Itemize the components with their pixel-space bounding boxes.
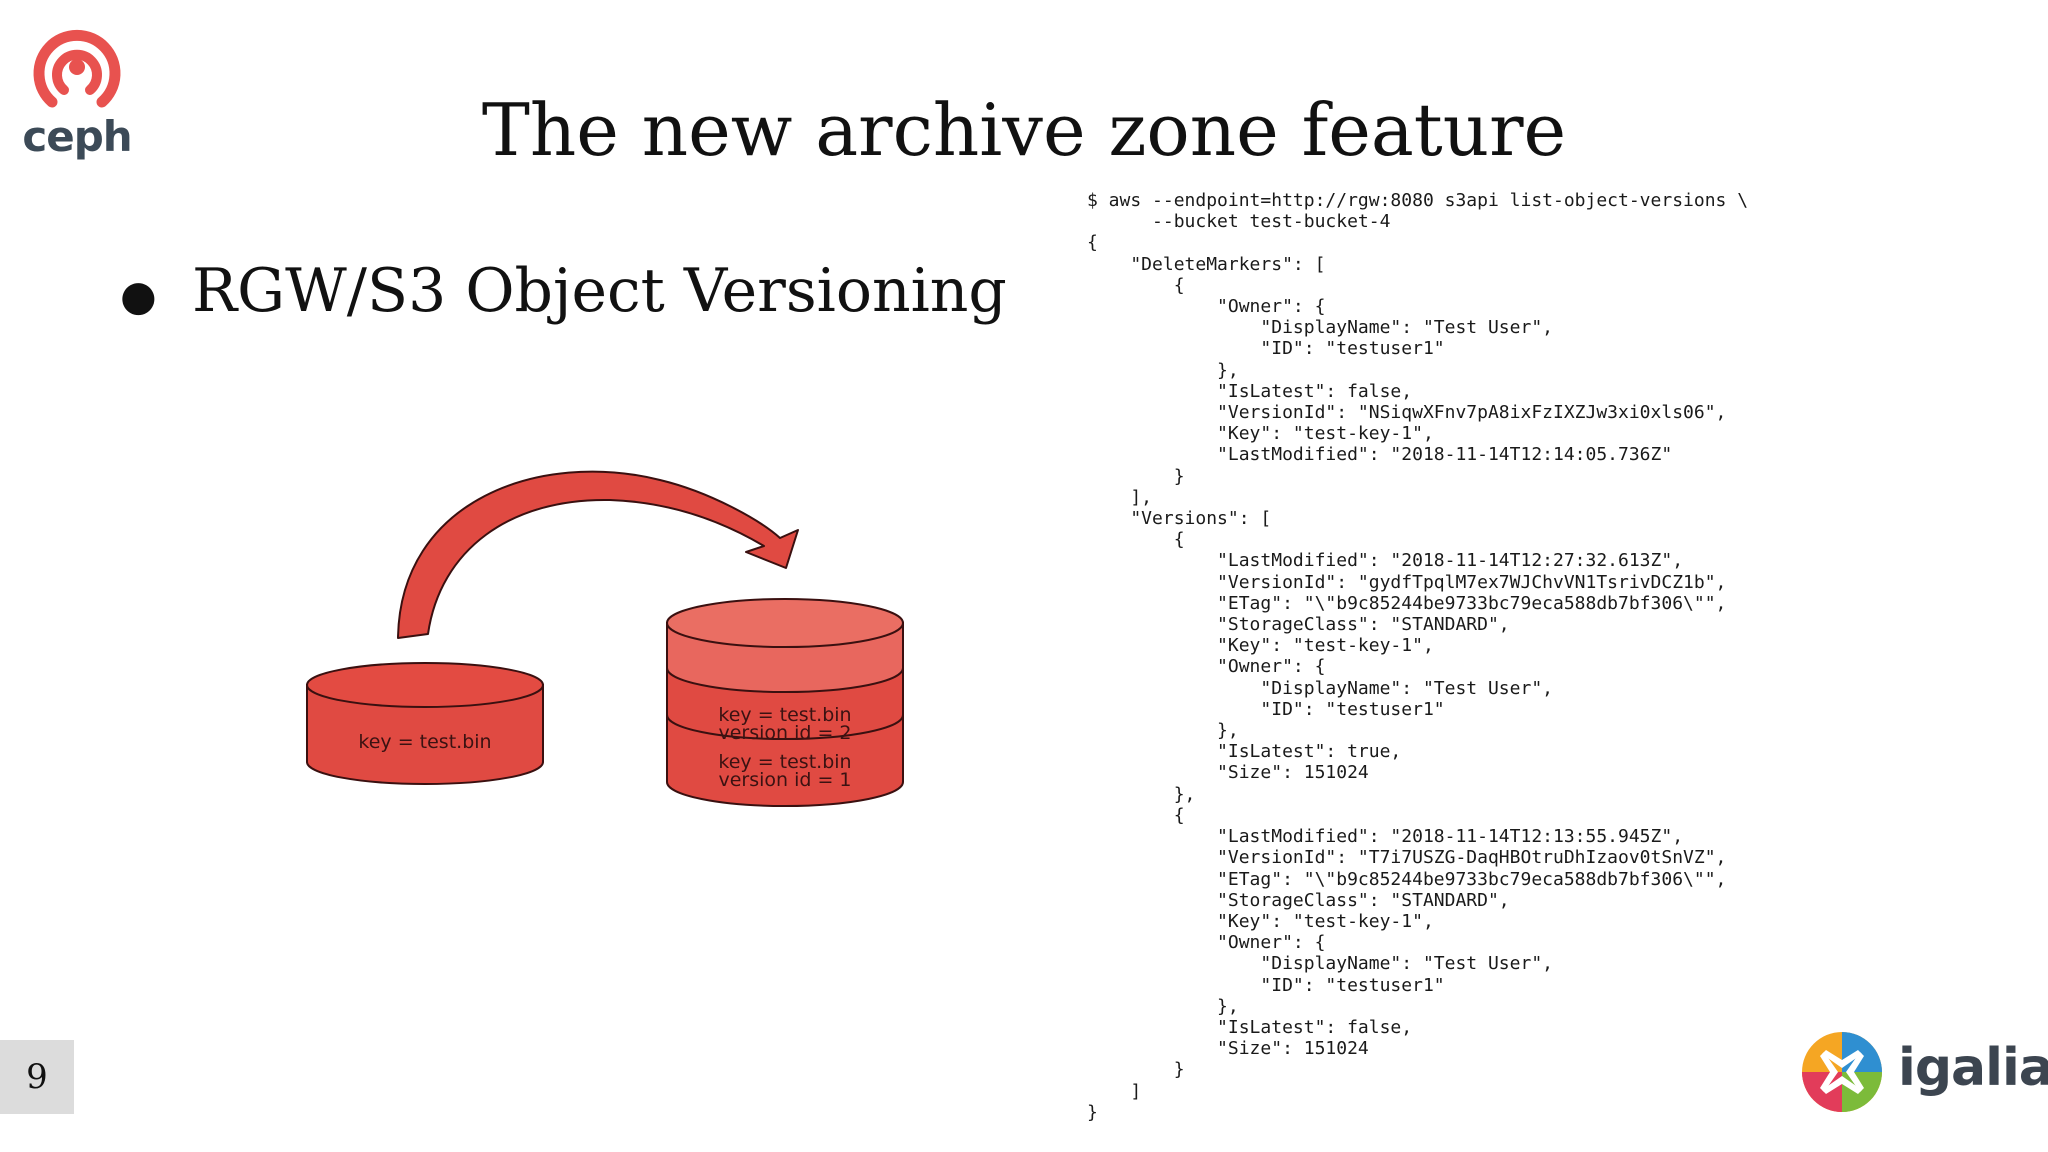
terminal-line: ] (1087, 1080, 1142, 1102)
terminal-line: "VersionId": "NSiqwXFnv7pA8ixFzIXZJw3xi0… (1087, 402, 1727, 424)
terminal-line: --bucket test-bucket-4 (1087, 211, 1391, 233)
terminal-line: }, (1087, 995, 1239, 1017)
terminal-line: "Key": "test-key-1", (1087, 910, 1434, 932)
terminal-line: "Key": "test-key-1", (1087, 635, 1434, 657)
ceph-logo-mark-icon (33, 29, 121, 108)
bullet-text: RGW/S3 Object Versioning (192, 256, 1007, 326)
terminal-line: "Key": "test-key-1", (1087, 423, 1434, 445)
terminal-line: "Size": 151024 (1087, 762, 1369, 784)
terminal-line: "ETag": "\"b9c85244be9733bc79eca588db7bf… (1087, 868, 1727, 890)
terminal-line: }, (1087, 720, 1239, 742)
single-bucket-label: key = test.bin (358, 731, 491, 753)
terminal-line: "VersionId": "T7i7USZG-DaqHBOtruDhIzaov0… (1087, 847, 1727, 869)
terminal-line: "Owner": { (1087, 656, 1326, 678)
terminal-line: "DeleteMarkers": [ (1087, 253, 1326, 275)
curved-arrow-icon (397, 470, 799, 639)
terminal-line: } (1087, 1101, 1098, 1123)
terminal-line: "ID": "testuser1" (1087, 698, 1445, 720)
terminal-line: "VersionId": "gydfTpqlM7ex7WJChvVN1Tsriv… (1087, 571, 1727, 593)
terminal-line: "Owner": { (1087, 932, 1326, 954)
version-2-key-label: key = test.bin (718, 704, 851, 726)
terminal-line: { (1087, 804, 1185, 826)
page-number: 9 (0, 1040, 74, 1114)
terminal-output: $ aws --endpoint=http://rgw:8080 s3api l… (1087, 190, 1748, 1123)
terminal-line: "LastModified": "2018-11-14T12:27:32.613… (1087, 550, 1684, 572)
terminal-line: { (1087, 274, 1185, 296)
terminal-line: "DisplayName": "Test User", (1087, 317, 1553, 339)
slide-title: The new archive zone feature (481, 88, 1567, 172)
terminal-line: "LastModified": "2018-11-14T12:14:05.736… (1087, 444, 1673, 466)
terminal-line: "DisplayName": "Test User", (1087, 953, 1553, 975)
terminal-line: "StorageClass": "STANDARD", (1087, 889, 1510, 911)
igalia-logo-mark-icon (1802, 1032, 1882, 1112)
igalia-logo: igalia (1800, 1030, 2048, 1120)
terminal-line: }, (1087, 359, 1239, 381)
terminal-line: "DisplayName": "Test User", (1087, 677, 1553, 699)
versioning-diagram: key = test.bin key = test.bin version id… (306, 470, 904, 807)
terminal-line: "ID": "testuser1" (1087, 974, 1445, 996)
terminal-line: $ aws --endpoint=http://rgw:8080 s3api l… (1087, 190, 1749, 211)
terminal-line: } (1087, 465, 1185, 487)
single-object-bucket: key = test.bin (306, 662, 544, 785)
terminal-line: "Versions": [ (1087, 508, 1272, 530)
terminal-line: ], (1087, 486, 1153, 508)
ceph-logo-text: ceph (22, 112, 132, 161)
bullet-dot-icon: ● (120, 270, 157, 320)
terminal-line: "Owner": { (1087, 296, 1326, 318)
version-1-id-label: version id = 1 (718, 769, 851, 791)
terminal-line: } (1087, 1059, 1185, 1081)
terminal-line: "IsLatest": true, (1087, 741, 1402, 763)
ceph-logo: ceph (22, 22, 133, 162)
terminal-line: "IsLatest": false, (1087, 1016, 1413, 1038)
igalia-logo-text: igalia (1898, 1038, 2048, 1098)
version-1-key-label: key = test.bin (718, 751, 851, 773)
version-2-id-label: version id = 2 (718, 722, 851, 744)
versioned-object-stack: key = test.bin version id = 2 key = test… (666, 598, 904, 807)
terminal-line: "LastModified": "2018-11-14T12:13:55.945… (1087, 826, 1684, 848)
terminal-line: "ID": "testuser1" (1087, 338, 1445, 360)
terminal-line: "StorageClass": "STANDARD", (1087, 614, 1510, 636)
terminal-line: "IsLatest": false, (1087, 380, 1413, 402)
terminal-line: "ETag": "\"b9c85244be9733bc79eca588db7bf… (1087, 592, 1727, 614)
terminal-line: { (1087, 529, 1185, 551)
terminal-line: }, (1087, 783, 1196, 805)
bullet-item: ● RGW/S3 Object Versioning (120, 256, 1007, 326)
terminal-line: "Size": 151024 (1087, 1038, 1369, 1060)
terminal-line: { (1087, 232, 1098, 254)
